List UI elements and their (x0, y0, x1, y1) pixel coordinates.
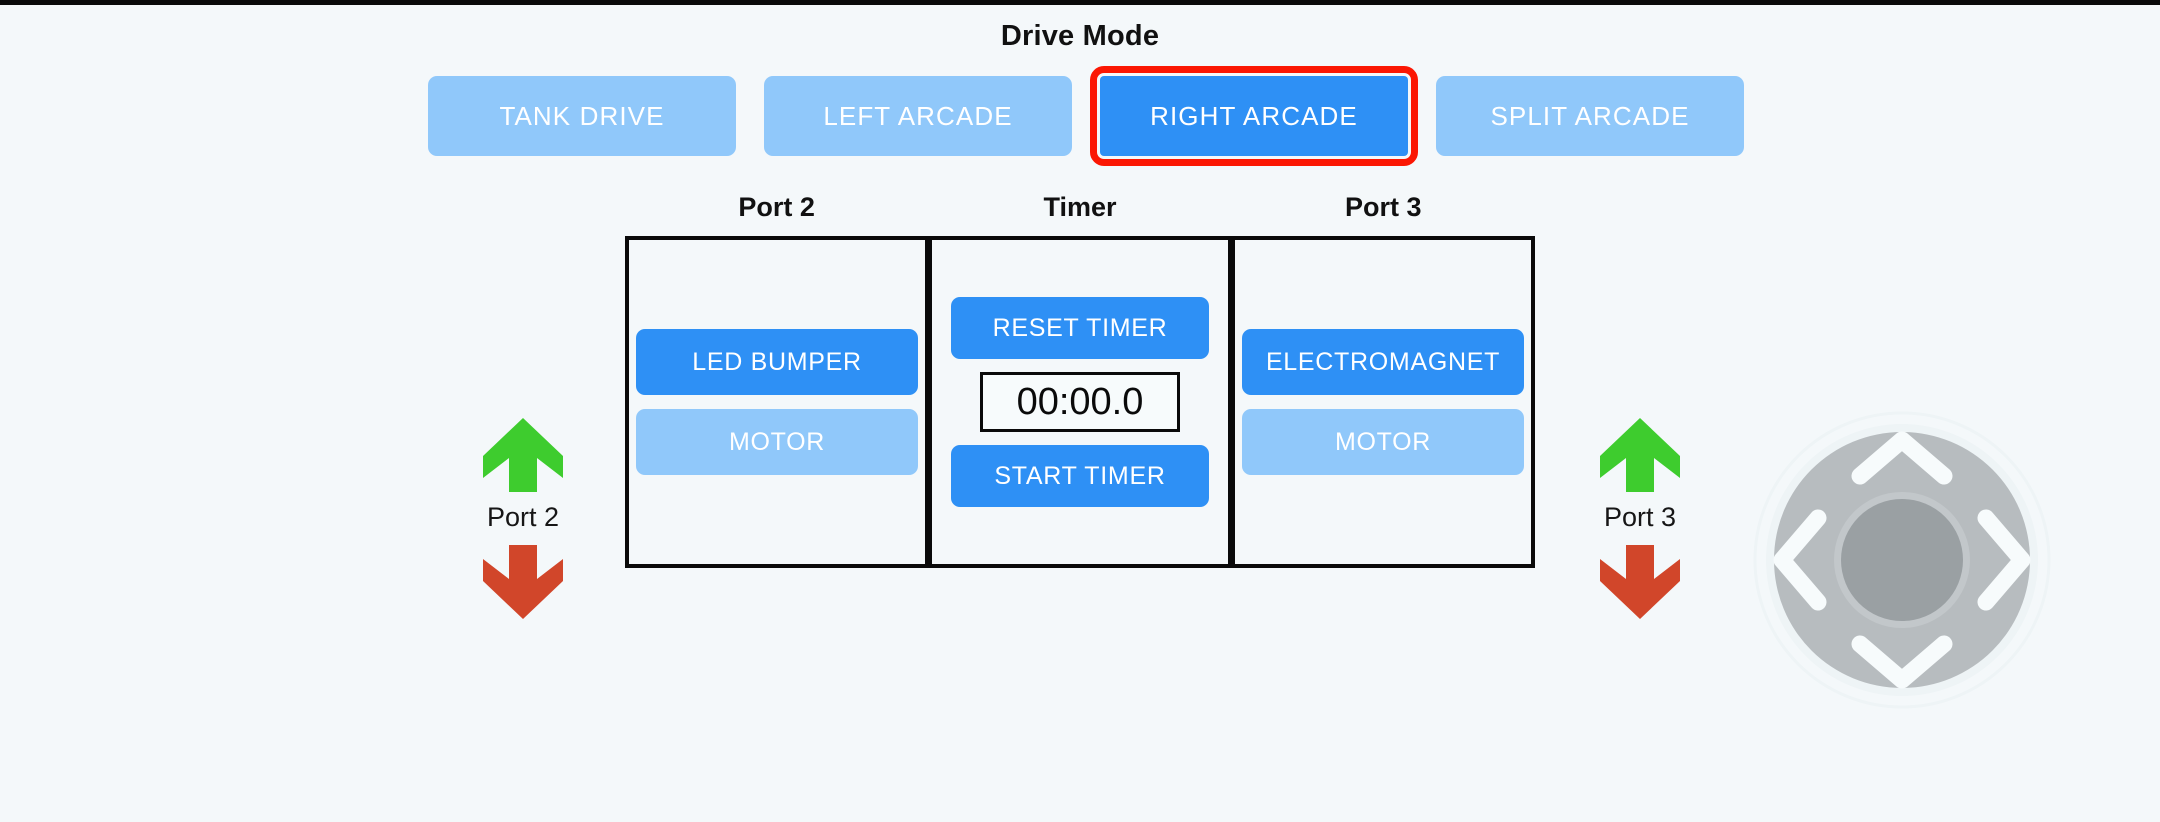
column-header-port-2: Port 2 (738, 192, 815, 222)
dpad-left-chevron (1773, 509, 1827, 611)
red-down-arrow-icon[interactable] (1600, 545, 1680, 619)
panel-port-3: ELECTROMAGNET MOTOR (1231, 236, 1535, 568)
port-3-controls: Port 3 (1565, 418, 1715, 619)
green-up-arrow-icon[interactable] (483, 418, 563, 492)
electromagnet-button[interactable]: ELECTROMAGNET (1242, 329, 1524, 395)
directional-pad[interactable] (1752, 410, 2052, 710)
port-2-controls: Port 2 (448, 418, 598, 619)
drive-mode-right-arcade[interactable]: RIGHT ARCADE (1090, 66, 1418, 166)
device-panels: LED BUMPER MOTOR RESET TIMER 00:00.0 STA… (625, 236, 1535, 568)
led-bumper-button[interactable]: LED BUMPER (636, 329, 918, 395)
page-title: Drive Mode (1000, 20, 1160, 52)
drive-mode-left-arcade[interactable]: LEFT ARCADE (764, 76, 1072, 156)
green-up-arrow-icon[interactable] (1600, 418, 1680, 492)
top-black-bar (0, 0, 2160, 5)
dpad-up-chevron (1851, 431, 1953, 485)
column-header-port-3: Port 3 (1345, 192, 1422, 222)
start-timer-button[interactable]: START TIMER (951, 445, 1209, 507)
panel-column-headers: Port 2 Timer Port 3 (625, 192, 1535, 232)
drive-mode-button-group: TANK DRIVE LEFT ARCADE RIGHT ARCADE SPLI… (428, 66, 1744, 166)
port-2-label: Port 2 (486, 502, 560, 532)
dpad-right-chevron (1977, 509, 2031, 611)
dpad-down-chevron (1851, 635, 1953, 689)
reset-timer-button[interactable]: RESET TIMER (951, 297, 1209, 359)
panel-timer: RESET TIMER 00:00.0 START TIMER (928, 236, 1232, 568)
timer-readout: 00:00.0 (980, 372, 1180, 432)
port-3-motor-button[interactable]: MOTOR (1242, 409, 1524, 475)
column-header-timer: Timer (1043, 192, 1117, 222)
drive-mode-tank-drive[interactable]: TANK DRIVE (428, 76, 736, 156)
directional-pad-icon[interactable] (1752, 410, 2052, 710)
port-2-motor-button[interactable]: MOTOR (636, 409, 918, 475)
red-down-arrow-icon[interactable] (483, 545, 563, 619)
port-3-label: Port 3 (1603, 502, 1677, 532)
panel-port-2: LED BUMPER MOTOR (625, 236, 929, 568)
drive-mode-split-arcade[interactable]: SPLIT ARCADE (1436, 76, 1744, 156)
